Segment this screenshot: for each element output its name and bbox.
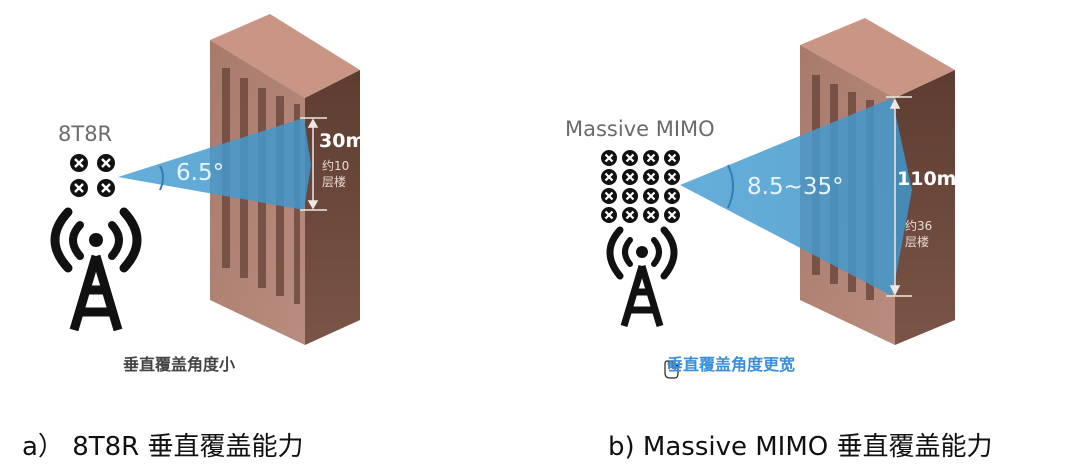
height-marker-a bbox=[300, 117, 327, 211]
hand-cursor-icon bbox=[664, 360, 679, 379]
antenna-array-a bbox=[70, 154, 115, 197]
note-a: 垂直覆盖角度小 bbox=[123, 355, 236, 374]
height-label-b: 110m bbox=[897, 168, 957, 190]
height-label-a: 30m bbox=[319, 130, 366, 152]
angle-label-a: 6.5° bbox=[176, 160, 225, 186]
antenna-label-a: 8T8R bbox=[58, 122, 113, 146]
beam-a bbox=[118, 118, 311, 210]
caption-b: b) Massive MIMO 垂直覆盖能力 bbox=[608, 432, 993, 462]
beam-b bbox=[680, 98, 912, 296]
floors-label-b: 约36 层楼 bbox=[905, 219, 933, 249]
antenna-label-b: Massive MIMO bbox=[565, 117, 715, 141]
angle-label-b: 8.5~35° bbox=[747, 174, 844, 200]
caption-a: a） 8T8R 垂直覆盖能力 bbox=[22, 432, 304, 462]
floors-label-a: 约10 层楼 bbox=[322, 159, 350, 189]
height-marker-b bbox=[886, 96, 912, 297]
cell-tower-icon-b bbox=[606, 226, 678, 328]
cell-tower-icon-a bbox=[50, 207, 142, 332]
note-b: 垂直覆盖角度更宽 bbox=[667, 355, 796, 374]
